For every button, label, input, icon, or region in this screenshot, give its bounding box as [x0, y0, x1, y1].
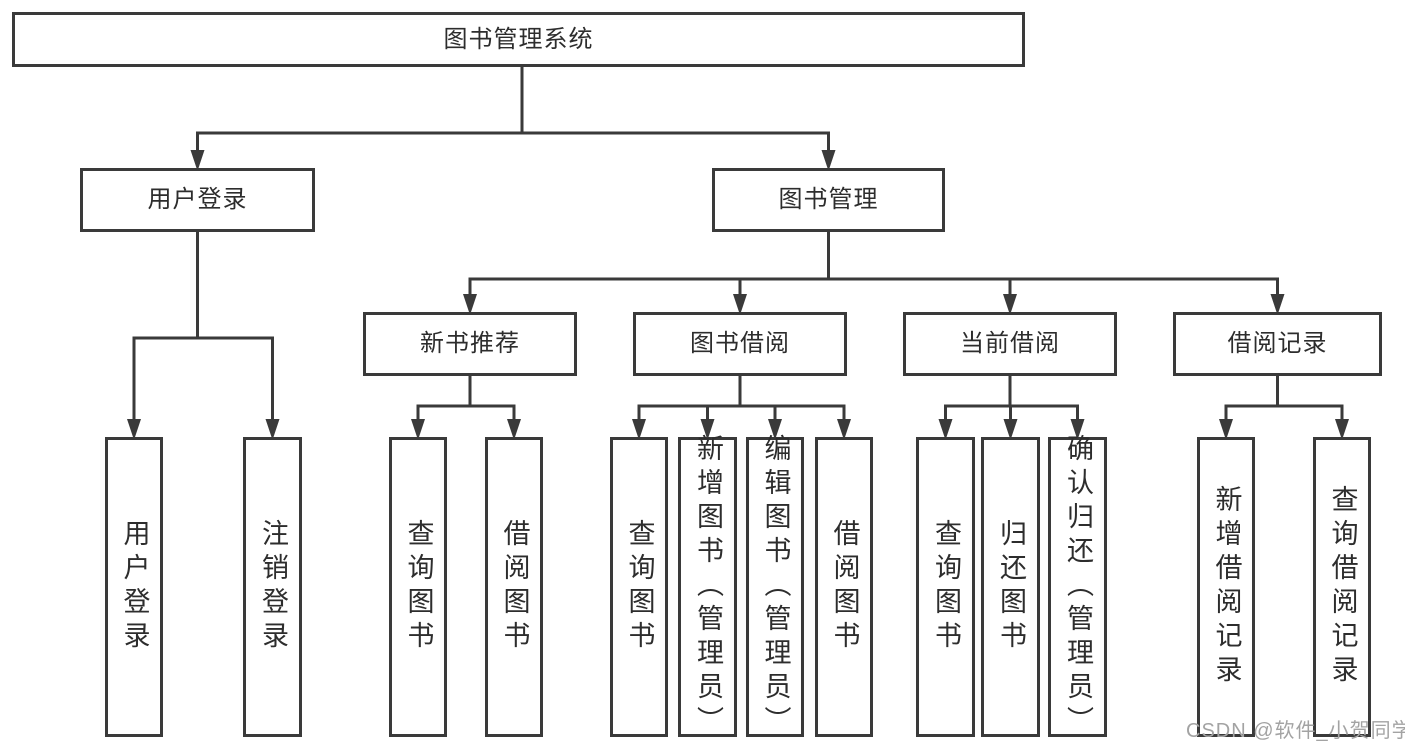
arrowhead [1003, 419, 1018, 440]
node-leaf-return-book: 归还图书 [981, 437, 1040, 737]
node-current-borrow: 当前借阅 [903, 312, 1117, 376]
arrowhead [1070, 419, 1085, 440]
arrowhead [265, 419, 280, 440]
arrowhead [1219, 419, 1233, 440]
node-label-book-borrow: 图书借阅 [690, 330, 790, 358]
node-label-user-login: 用户登录 [147, 186, 248, 214]
arrowhead [768, 419, 782, 440]
node-label-root: 图书管理系统 [443, 25, 594, 53]
arrowhead [938, 419, 953, 440]
arrowhead [190, 150, 205, 171]
node-label-current-borrow: 当前借阅 [960, 330, 1060, 358]
node-leaf-logout: 注销登录 [243, 437, 302, 737]
edge-book-borrow [632, 374, 851, 440]
node-label-leaf-return-book: 归还图书 [996, 519, 1026, 655]
node-leaf-add-borrow-record: 新增借阅记录 [1197, 437, 1255, 737]
edge-borrow-record [1219, 374, 1349, 440]
node-label-borrow-record: 借阅记录 [1227, 330, 1328, 358]
node-label-book-mgmt: 图书管理 [778, 186, 879, 214]
node-label-leaf-user-login: 用户登录 [119, 519, 150, 655]
arrowhead [411, 419, 425, 440]
arrowhead [632, 419, 646, 440]
node-leaf-query-book-3: 查询图书 [916, 437, 975, 737]
arrowhead [821, 150, 836, 171]
arrowhead [127, 419, 141, 440]
edge-root [190, 65, 836, 171]
node-book-borrow: 图书借阅 [633, 312, 847, 376]
node-leaf-edit-book: 编辑图书（管理员） [746, 434, 804, 740]
edge-current-borrow [938, 374, 1085, 440]
arrowhead [837, 419, 851, 440]
arrowhead [507, 419, 521, 440]
node-borrow-record: 借阅记录 [1173, 312, 1382, 376]
arrowhead [1270, 294, 1285, 315]
node-user-login: 用户登录 [80, 168, 315, 232]
node-leaf-borrow-book-1: 借阅图书 [485, 437, 543, 737]
node-label-leaf-confirm-return: 确认归还（管理员） [1063, 434, 1093, 740]
node-label-leaf-query-borrow-record: 查询借阅记录 [1327, 485, 1358, 689]
node-label-leaf-edit-book: 编辑图书（管理员） [760, 434, 791, 740]
arrowhead [733, 294, 747, 315]
node-leaf-borrow-book-2: 借阅图书 [815, 437, 873, 737]
node-leaf-add-book: 新增图书（管理员） [678, 434, 737, 740]
node-book-mgmt: 图书管理 [712, 168, 945, 232]
arrowhead [463, 294, 477, 315]
node-label-leaf-query-book-1: 查询图书 [403, 519, 434, 655]
node-label-leaf-query-book-2: 查询图书 [624, 519, 655, 655]
watermark-text: CSDN @软件_小贺同学 [1186, 720, 1405, 742]
node-label-leaf-logout: 注销登录 [258, 519, 288, 655]
node-label-new-book-rec: 新书推荐 [420, 330, 520, 358]
edge-user-login [127, 230, 280, 440]
node-label-leaf-borrow-book-2: 借阅图书 [829, 519, 860, 655]
node-label-leaf-query-book-3: 查询图书 [931, 519, 961, 655]
node-label-leaf-add-book: 新增图书（管理员） [693, 434, 723, 740]
node-root: 图书管理系统 [12, 12, 1025, 67]
node-label-leaf-borrow-book-1: 借阅图书 [499, 519, 530, 655]
node-label-leaf-add-borrow-record: 新增借阅记录 [1211, 485, 1242, 689]
edge-book-mgmt [463, 230, 1285, 315]
arrowhead [1335, 419, 1349, 440]
node-new-book-rec: 新书推荐 [363, 312, 577, 376]
arrowhead [700, 419, 715, 440]
node-leaf-user-login: 用户登录 [105, 437, 163, 737]
arrowhead [1003, 294, 1017, 315]
node-leaf-confirm-return: 确认归还（管理员） [1048, 434, 1107, 740]
edge-new-book-rec [411, 374, 521, 440]
node-leaf-query-book-2: 查询图书 [610, 437, 668, 737]
node-leaf-query-book-1: 查询图书 [389, 437, 447, 737]
node-leaf-query-borrow-record: 查询借阅记录 [1313, 437, 1371, 737]
